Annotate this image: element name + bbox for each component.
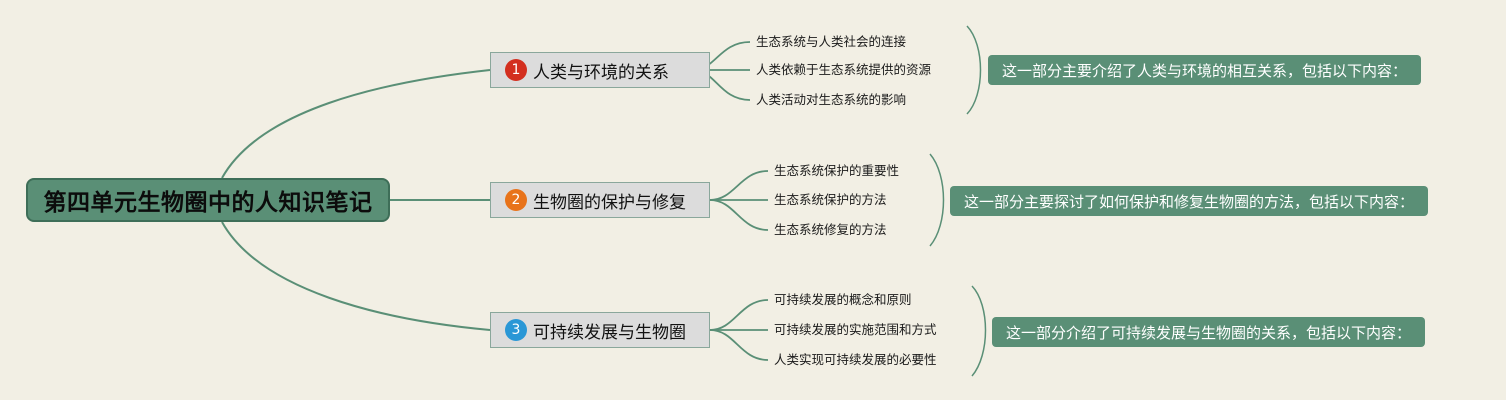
- subtopic-2-2[interactable]: 生态系统保护的方法: [774, 192, 887, 207]
- connector-central-branch-1: [221, 69, 491, 179]
- number-badge-3: 3: [505, 319, 527, 341]
- summary-bracket-1: [966, 25, 982, 115]
- branch-label-3: 可持续发展与生物圈: [533, 322, 686, 343]
- connector-branch-2-leaf-3: [709, 199, 769, 231]
- connector-branch-2-leaf-1: [709, 170, 769, 201]
- subtopic-2-3[interactable]: 生态系统修复的方法: [774, 222, 887, 237]
- number-badge-2: 2: [505, 189, 527, 211]
- subtopic-1-1[interactable]: 生态系统与人类社会的连接: [756, 34, 907, 49]
- subtopic-1-3[interactable]: 人类活动对生态系统的影响: [756, 92, 907, 107]
- branch-topic-1[interactable]: 1 人类与环境的关系: [490, 52, 710, 88]
- branch-label-2: 生物圈的保护与修复: [533, 192, 686, 213]
- subtopic-3-1[interactable]: 可持续发展的概念和原则: [774, 292, 912, 307]
- subtopic-3-2[interactable]: 可持续发展的实施范围和方式: [774, 322, 937, 337]
- connector-central-branch-3: [221, 221, 491, 331]
- branch-topic-2[interactable]: 2 生物圈的保护与修复: [490, 182, 710, 218]
- subtopic-1-2[interactable]: 人类依赖于生态系统提供的资源: [756, 62, 932, 77]
- summary-note-3[interactable]: 这一部分介绍了可持续发展与生物圈的关系，包括以下内容：: [992, 317, 1426, 347]
- number-badge-1: 1: [505, 59, 527, 81]
- central-topic[interactable]: 第四单元生物圈中的人知识笔记: [26, 178, 390, 222]
- summary-bracket-2: [929, 153, 945, 247]
- branch-topic-3[interactable]: 3 可持续发展与生物圈: [490, 312, 710, 348]
- connector-branch-3-leaf-3: [709, 329, 769, 361]
- branch-label-1: 人类与环境的关系: [533, 62, 669, 83]
- summary-note-1[interactable]: 这一部分主要介绍了人类与环境的相互关系，包括以下内容：: [988, 55, 1422, 85]
- subtopic-2-1[interactable]: 生态系统保护的重要性: [774, 163, 900, 178]
- subtopic-3-3[interactable]: 人类实现可持续发展的必要性: [774, 352, 937, 367]
- summary-note-2[interactable]: 这一部分主要探讨了如何保护和修复生物圈的方法，包括以下内容：: [950, 186, 1429, 216]
- connector-branch-3-leaf-1: [709, 299, 769, 331]
- summary-bracket-3: [971, 285, 987, 377]
